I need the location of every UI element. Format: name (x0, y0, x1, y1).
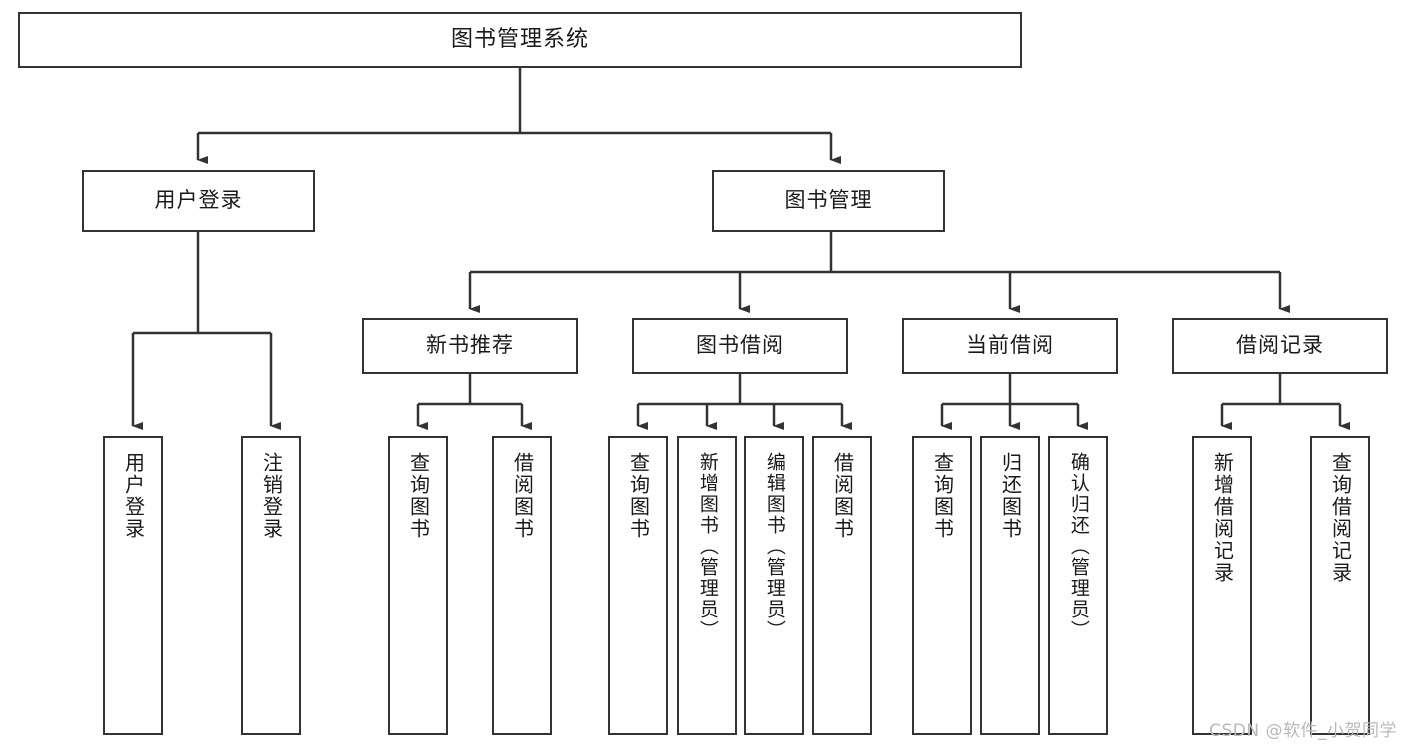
node-label: 当前借阅 (966, 333, 1054, 358)
node-user-login[interactable]: 用户登录 (82, 170, 315, 232)
node-label: 归还图书 (998, 452, 1023, 540)
leaf-user-login-signout[interactable]: 注销登录 (241, 436, 301, 735)
watermark: CSDN @软件_小贺同学 (1209, 721, 1397, 741)
node-book-borrow[interactable]: 图书借阅 (632, 318, 848, 374)
node-label: 图书管理系统 (450, 26, 589, 52)
leaf-book-borrow-edit[interactable]: 编辑图书（管理员） (744, 436, 804, 735)
node-new-book-recommend[interactable]: 新书推荐 (362, 318, 578, 374)
node-root-book-management-system[interactable]: 图书管理系统 (18, 12, 1022, 68)
leaf-user-login-signin[interactable]: 用户登录 (103, 436, 163, 735)
leaf-current-borrow-return[interactable]: 归还图书 (980, 436, 1040, 735)
node-label: 注销登录 (259, 452, 284, 540)
node-label: 查询借阅记录 (1328, 452, 1353, 584)
leaf-book-borrow-borrow[interactable]: 借阅图书 (812, 436, 872, 735)
node-label: 查询图书 (626, 452, 651, 540)
leaf-new-book-query[interactable]: 查询图书 (388, 436, 448, 735)
node-label: 确认归还（管理员） (1067, 452, 1090, 641)
node-label: 新增图书（管理员） (696, 452, 719, 641)
leaf-borrow-record-query[interactable]: 查询借阅记录 (1310, 436, 1370, 735)
node-label: 图书管理 (784, 188, 873, 213)
node-label: 新增借阅记录 (1210, 452, 1235, 584)
node-label: 用户登录 (121, 452, 146, 540)
node-label: 查询图书 (406, 452, 431, 540)
leaf-current-borrow-query[interactable]: 查询图书 (912, 436, 972, 735)
node-current-borrow[interactable]: 当前借阅 (902, 318, 1118, 374)
leaf-current-borrow-confirm-return[interactable]: 确认归还（管理员） (1048, 436, 1108, 735)
node-label: 图书借阅 (696, 333, 784, 358)
leaf-new-book-borrow[interactable]: 借阅图书 (492, 436, 552, 735)
leaf-book-borrow-query[interactable]: 查询图书 (608, 436, 668, 735)
node-book-management[interactable]: 图书管理 (712, 170, 945, 232)
leaf-book-borrow-add[interactable]: 新增图书（管理员） (677, 436, 737, 735)
node-label: 查询图书 (930, 452, 955, 540)
node-label: 编辑图书（管理员） (763, 452, 786, 641)
node-label: 新书推荐 (426, 333, 514, 358)
node-label: 借阅图书 (510, 452, 535, 540)
leaf-borrow-record-add[interactable]: 新增借阅记录 (1192, 436, 1252, 735)
node-label: 借阅图书 (830, 452, 855, 540)
node-label: 借阅记录 (1236, 333, 1324, 358)
node-borrow-record[interactable]: 借阅记录 (1172, 318, 1388, 374)
node-label: 用户登录 (154, 188, 243, 213)
